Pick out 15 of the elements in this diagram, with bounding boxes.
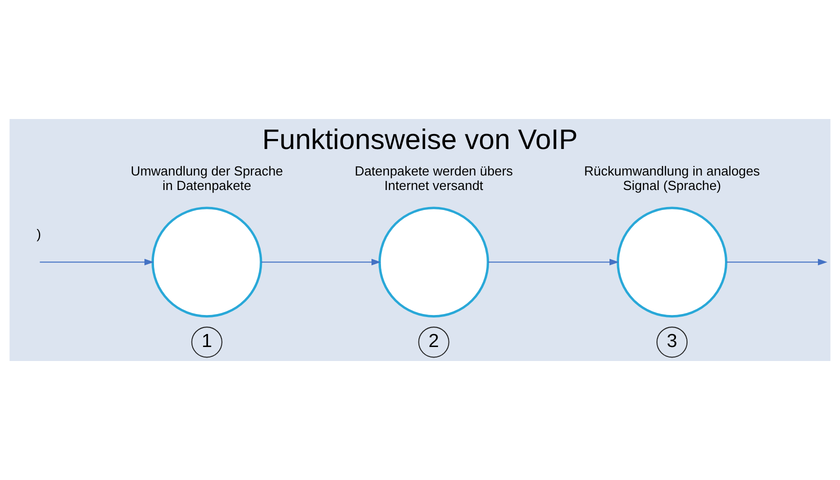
node-label: Rückumwandlung in analoges Signal (Sprache) <box>584 164 760 193</box>
arrow <box>726 258 828 266</box>
node-label: Umwandlung der Sprache in Datenpakete <box>130 164 283 193</box>
node-circle <box>616 206 728 318</box>
node-label: 3 <box>666 330 678 351</box>
node-label: 2 <box>428 330 440 351</box>
diagram-title: Funktionsweise von VoIP <box>262 123 578 156</box>
label: ) <box>36 226 41 242</box>
node-label: Datenpakete werden übers Internet versandt <box>354 164 513 193</box>
node-circle <box>152 206 262 318</box>
arrow <box>260 258 381 266</box>
node-label: 1 <box>202 330 212 351</box>
arrow <box>39 258 154 266</box>
arrow <box>488 258 619 266</box>
node-circle <box>378 206 490 318</box>
